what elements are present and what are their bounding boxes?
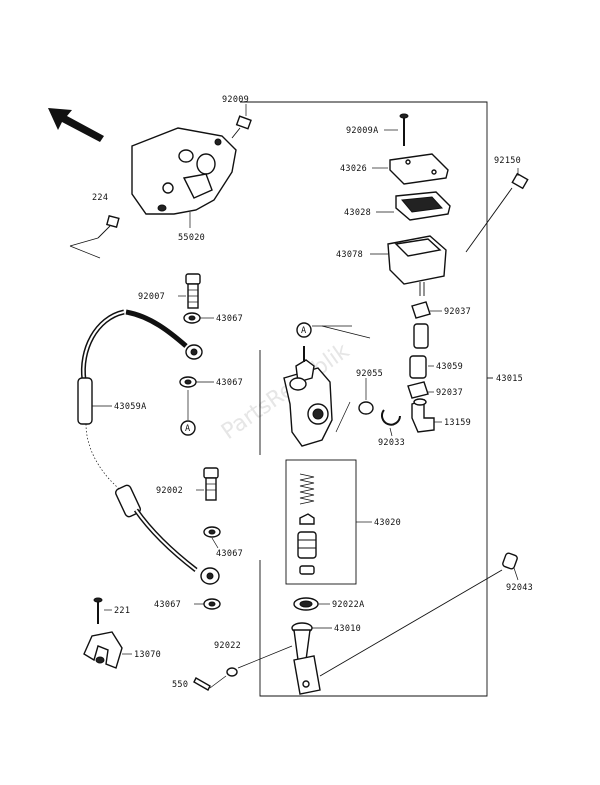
screw-92009A-part <box>399 113 409 146</box>
assembly-frame <box>240 101 493 697</box>
label-92022A: 92022A <box>332 600 365 610</box>
screw-221-part <box>93 597 103 624</box>
washer-43067-d-part <box>203 598 221 610</box>
watermark: PartsRepublik <box>217 339 354 445</box>
reservoir-part <box>387 235 447 296</box>
label-92007: 92007 <box>138 292 165 302</box>
label-43020: 43020 <box>374 518 401 528</box>
label-92043: 92043 <box>506 583 533 593</box>
label-13159: 13159 <box>444 418 471 428</box>
callout-a-hose <box>180 420 196 436</box>
banjo-bolt-92007-part <box>185 273 201 309</box>
washer-43067-c-part <box>203 526 221 538</box>
label-43010: 43010 <box>334 624 361 634</box>
brake-hose-part <box>77 309 220 585</box>
piston-kit-part <box>297 473 317 575</box>
callout-a-body <box>296 322 312 338</box>
bolt-224-part <box>69 214 120 259</box>
label-550: 550 <box>172 680 188 690</box>
label-92033: 92033 <box>378 438 405 448</box>
front-direction-arrow-icon <box>48 108 104 142</box>
diaphragm-part <box>395 191 451 221</box>
elbow-fitting-part <box>411 398 435 433</box>
callout-a-body-label: A <box>301 326 306 336</box>
label-224: 224 <box>92 193 108 203</box>
label-92037-upper: 92037 <box>444 307 471 317</box>
reservoir-hose-part <box>409 323 429 379</box>
label-13070: 13070 <box>134 650 161 660</box>
label-92150: 92150 <box>494 156 521 166</box>
clamp-92037-lower-part <box>407 381 429 399</box>
clamp-13070-part <box>83 631 123 669</box>
bolt-92150-part <box>465 172 529 253</box>
label-92009A: 92009A <box>346 126 379 136</box>
bolt-92009-part <box>231 115 252 139</box>
label-43067-b: 43067 <box>216 378 243 388</box>
label-43078: 43078 <box>336 250 363 260</box>
label-55020: 55020 <box>178 233 205 243</box>
banjo-bolt-92002-part <box>203 467 219 501</box>
clamp-92037-upper-part <box>411 301 431 319</box>
label-43067-a: 43067 <box>216 314 243 324</box>
washer-43067-b-part <box>179 376 197 388</box>
label-43026: 43026 <box>340 164 367 174</box>
label-92055: 92055 <box>356 369 383 379</box>
label-43067-c: 43067 <box>216 549 243 559</box>
o-ring-92055-part <box>358 401 374 415</box>
label-43028: 43028 <box>344 208 371 218</box>
label-43059: 43059 <box>436 362 463 372</box>
washer-43067-a-part <box>183 312 201 324</box>
label-92009: 92009 <box>222 95 249 105</box>
callout-a-hose-label: A <box>185 424 190 434</box>
heel-guard-part <box>131 127 237 215</box>
piston-kit-box <box>285 459 357 585</box>
pin-92043-part <box>319 552 518 677</box>
washer-92022-part <box>226 645 293 677</box>
circlip-92033-part <box>381 409 401 426</box>
pushrod-43010-part <box>291 622 321 695</box>
label-92022: 92022 <box>214 641 241 651</box>
label-43067-d: 43067 <box>154 600 181 610</box>
cotter-pin-part <box>193 675 227 691</box>
label-92002: 92002 <box>156 486 183 496</box>
label-92037-lower: 92037 <box>436 388 463 398</box>
label-221: 221 <box>114 606 130 616</box>
reservoir-cap-part <box>389 153 449 185</box>
boot-92022A-part <box>293 597 319 611</box>
label-43059A: 43059A <box>114 402 147 412</box>
master-cylinder-body-part <box>283 346 333 447</box>
label-43015: 43015 <box>496 374 523 384</box>
